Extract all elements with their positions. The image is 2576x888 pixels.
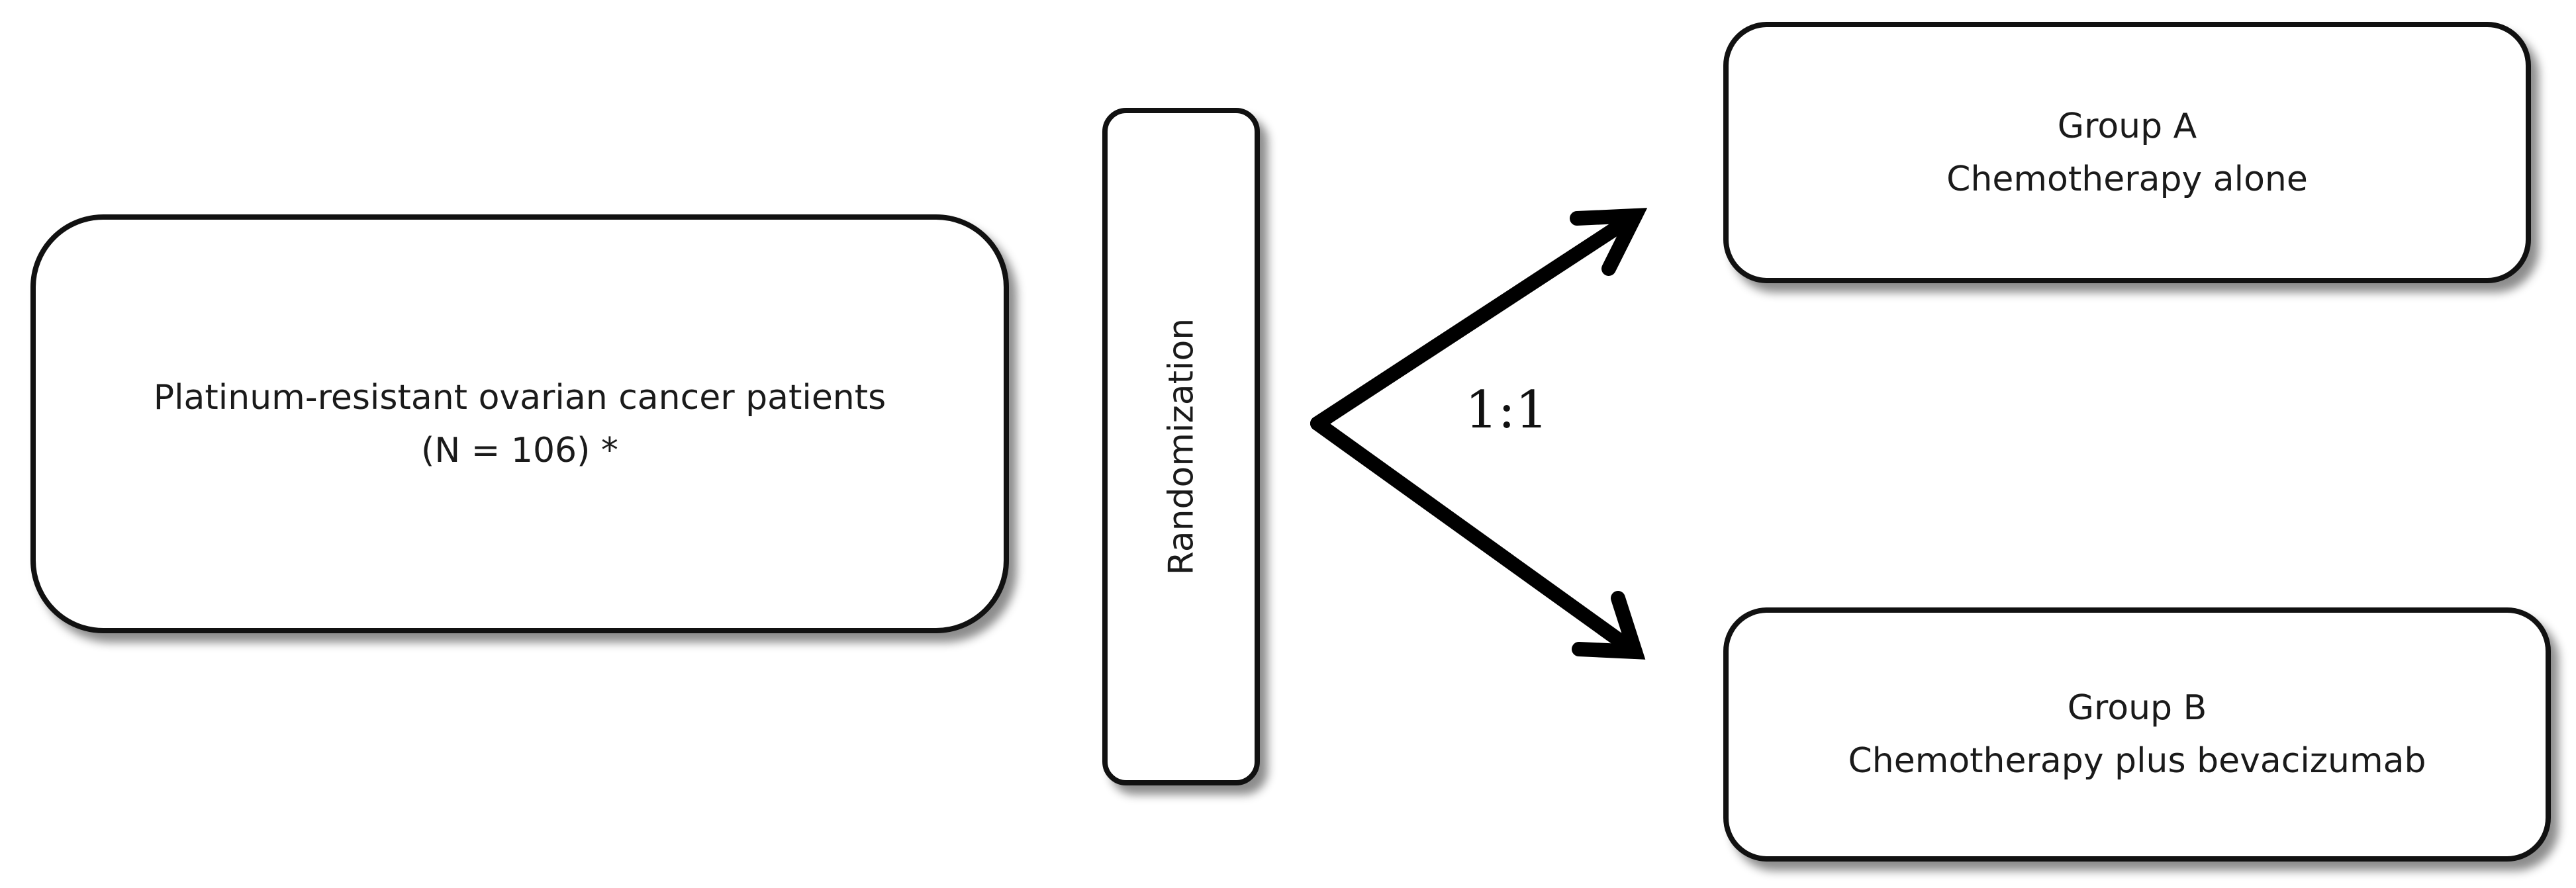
randomization-box: Randomization bbox=[1102, 108, 1260, 785]
arrowhead-group-b-icon bbox=[1572, 591, 1646, 660]
arrow-to-group-b bbox=[1310, 416, 1643, 659]
ratio-label: 1:1 bbox=[1465, 380, 1549, 440]
group-a-title: Group A bbox=[2057, 106, 2197, 146]
group-a-box: Group A Chemotherapy alone bbox=[1723, 22, 2531, 283]
arrowhead-group-a-icon bbox=[1570, 208, 1648, 276]
group-b-box: Group B Chemotherapy plus bevacizumab bbox=[1723, 607, 2551, 862]
group-a-description: Chemotherapy alone bbox=[1946, 159, 2308, 199]
patients-box-count: (N = 106) * bbox=[421, 430, 618, 470]
patients-box: Platinum-resistant ovarian cancer patien… bbox=[30, 214, 1009, 633]
group-b-title: Group B bbox=[2067, 688, 2207, 728]
group-b-description: Chemotherapy plus bevacizumab bbox=[1848, 741, 2426, 781]
patients-box-title: Platinum-resistant ovarian cancer patien… bbox=[153, 377, 886, 418]
arrow-to-group-a bbox=[1310, 208, 1643, 431]
